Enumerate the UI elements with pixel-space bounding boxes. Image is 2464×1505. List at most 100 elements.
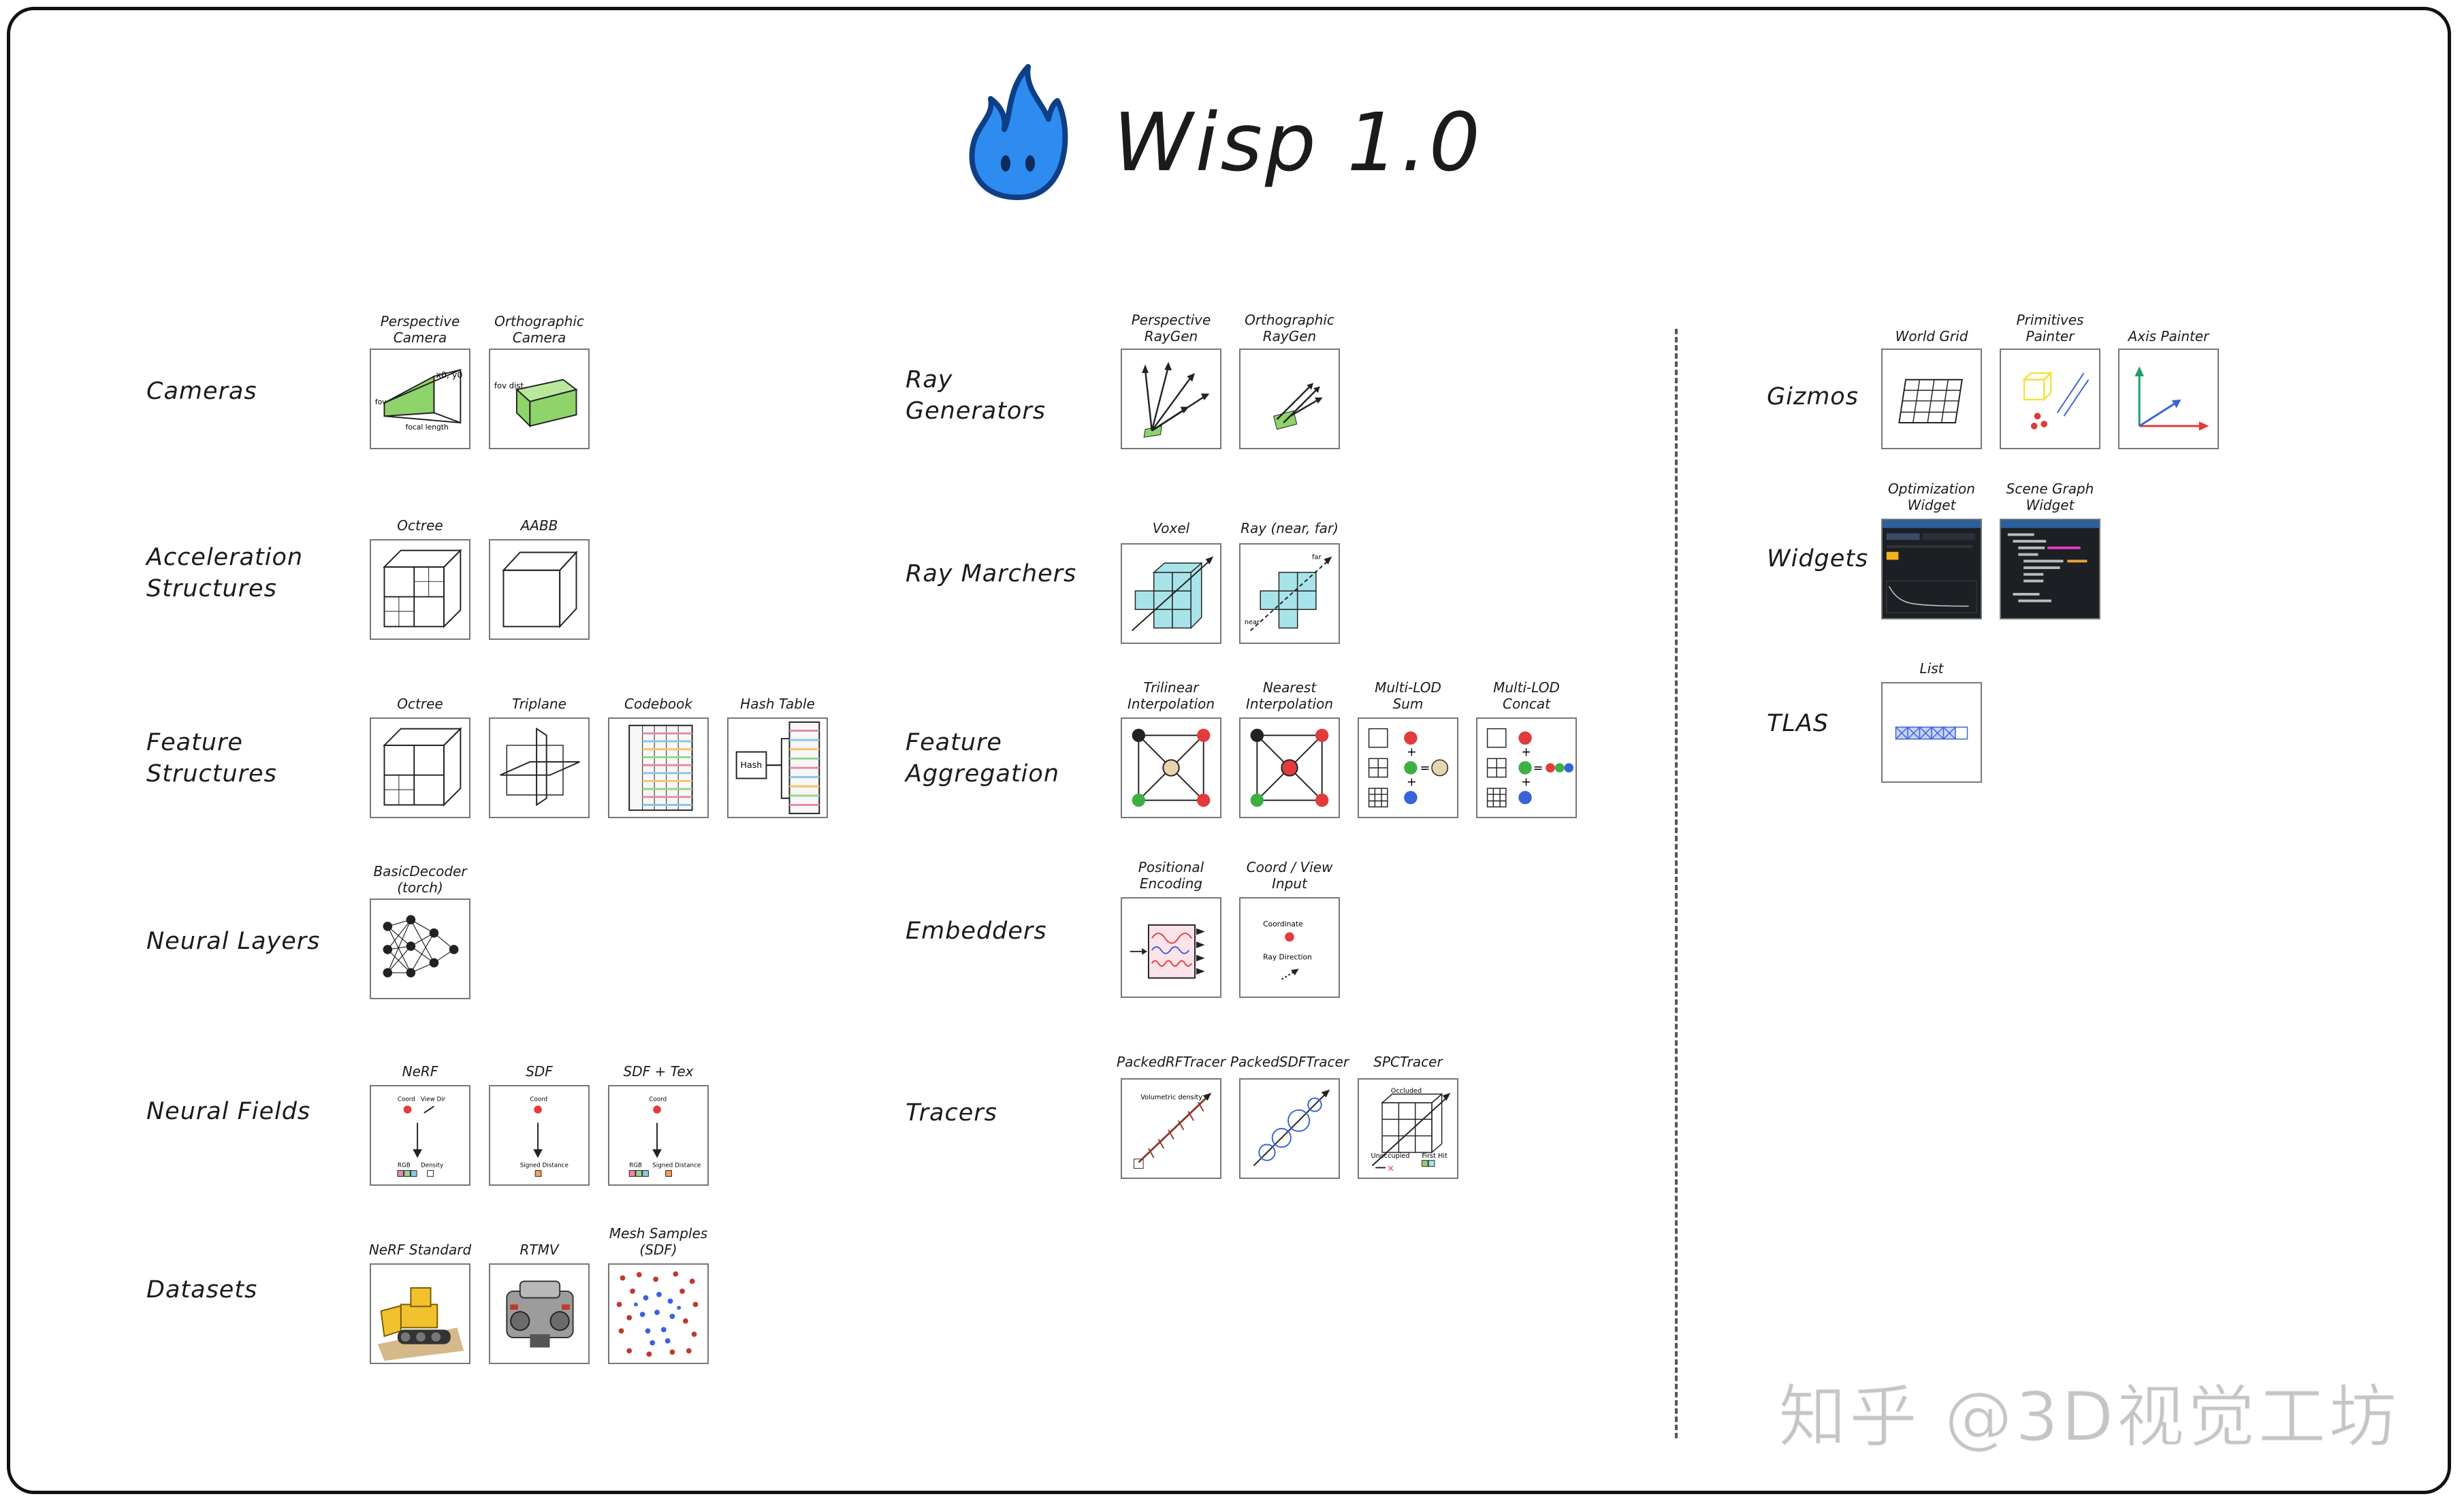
- caption-nerf: NeRF: [402, 1063, 438, 1080]
- list-icon: [1895, 726, 1968, 740]
- row-label-feature-structures: Feature Structures: [146, 729, 277, 788]
- point-samples-icon: [616, 1271, 699, 1357]
- octree-icon: [383, 549, 462, 628]
- triplane-icon: [500, 727, 580, 807]
- caption-basic-decoder: BasicDecoder (torch): [373, 863, 467, 896]
- sdf-tex-field-icon: Coord RGB Signed Distance: [628, 1096, 701, 1177]
- octree-icon: [383, 727, 462, 807]
- card-list[interactable]: [1881, 682, 1982, 783]
- sdf-annotation-signed-distance: Signed Distance: [520, 1163, 569, 1169]
- caption-feature-triplane: Triplane: [512, 696, 566, 712]
- ray-annotation-far: far: [1312, 553, 1321, 561]
- card-packed-rf-tracer[interactable]: Volumetric density: [1121, 1078, 1221, 1179]
- caption-perspective-raygen: Perspective RayGen: [1131, 312, 1211, 344]
- packed-rf-tracer-icon: Volumetric density: [1134, 1093, 1212, 1169]
- row-label-ray-generators: Ray Generators: [906, 366, 1046, 425]
- camera-annotation-x0y0: x0, y0: [436, 370, 462, 380]
- caption-packed-rf-tracer: PackedRFTracer: [1117, 1054, 1226, 1070]
- section-divider: [1675, 329, 1678, 1438]
- card-scene-graph-widget[interactable]: [2000, 519, 2100, 619]
- camera-annotation-fov-dist: fov dist.: [494, 381, 526, 390]
- caption-feature-hash-table: Hash Table: [740, 696, 815, 712]
- card-sdf[interactable]: Coord Signed Distance: [489, 1085, 590, 1186]
- card-nearest[interactable]: [1239, 717, 1340, 818]
- svg-text:+: +: [1407, 745, 1417, 759]
- caption-orthographic-raygen: Orthographic RayGen: [1245, 312, 1334, 344]
- card-trilinear[interactable]: [1121, 717, 1221, 818]
- svg-text:=: =: [1420, 762, 1430, 775]
- caption-positional-encoding: Positional Encoding: [1138, 859, 1204, 892]
- card-accel-aabb[interactable]: [489, 539, 590, 640]
- card-spc-tracer[interactable]: Occluded First Hit Unoccupied ×: [1358, 1078, 1458, 1179]
- card-voxel-marcher[interactable]: [1121, 543, 1221, 644]
- card-world-grid[interactable]: [1881, 349, 1982, 449]
- multi-lod-sum-icon: + + =: [1368, 728, 1449, 808]
- row-label-acceleration-structures: Acceleration Structures: [146, 544, 304, 602]
- hash-annotation: Hash: [741, 760, 763, 770]
- svg-text:×: ×: [1387, 1163, 1394, 1174]
- row-label-cameras: Cameras: [146, 378, 257, 405]
- caption-multi-lod-sum: Multi-LOD Sum: [1375, 679, 1441, 712]
- row-label-datasets: Datasets: [146, 1276, 258, 1304]
- caption-list: List: [1919, 660, 1944, 677]
- caption-spc-tracer: SPCTracer: [1373, 1054, 1443, 1070]
- card-orthographic-camera[interactable]: fov dist.: [489, 349, 590, 449]
- card-feature-hash-table[interactable]: Hash: [727, 717, 828, 818]
- ray-marcher-icon: far near: [1245, 553, 1332, 632]
- caption-voxel-marcher: Voxel: [1152, 520, 1190, 536]
- scene-graph-widget-icon: [2001, 520, 2099, 618]
- row-label-neural-fields: Neural Fields: [146, 1098, 311, 1125]
- card-accel-octree[interactable]: [370, 539, 470, 640]
- card-basic-decoder[interactable]: [370, 899, 470, 999]
- caption-accel-aabb: AABB: [520, 517, 558, 534]
- nerf-field-icon: Coord View Dir RGB Density: [397, 1096, 446, 1177]
- multi-lod-concat-icon: + + =: [1486, 728, 1574, 808]
- row-label-widgets: Widgets: [1767, 545, 1869, 572]
- svg-text:=: =: [1533, 762, 1543, 775]
- row-label-ray-marchers: Ray Marchers: [906, 560, 1077, 587]
- wisp-logo-icon: [963, 61, 1072, 204]
- card-multi-lod-concat[interactable]: + + =: [1476, 717, 1577, 818]
- card-perspective-camera[interactable]: x0, y0 fov focal length: [370, 349, 470, 449]
- card-mesh-samples[interactable]: [608, 1263, 709, 1364]
- nerf-annotation-viewdir: View Dir: [421, 1096, 446, 1103]
- lego-bulldozer-icon: [377, 1287, 464, 1361]
- card-optimization-widget[interactable]: [1881, 519, 1982, 619]
- caption-optimization-widget: Optimization Widget: [1888, 481, 1975, 513]
- row-label-tlas: TLAS: [1767, 710, 1829, 737]
- card-primitives-painter[interactable]: [2000, 349, 2100, 449]
- card-orthographic-raygen[interactable]: [1239, 349, 1340, 449]
- caption-nerf-standard: NeRF Standard: [368, 1242, 472, 1258]
- svg-text:+: +: [1521, 775, 1531, 789]
- caption-ray-marcher: Ray (near, far): [1241, 520, 1339, 536]
- rf-annotation-density: Volumetric density: [1140, 1094, 1202, 1101]
- card-rtmv[interactable]: [489, 1263, 590, 1364]
- caption-orthographic-camera: Orthographic Camera: [494, 313, 584, 346]
- card-multi-lod-sum[interactable]: + + =: [1358, 717, 1458, 818]
- card-nerf[interactable]: Coord View Dir RGB Density: [370, 1085, 470, 1186]
- caption-multi-lod-concat: Multi-LOD Concat: [1493, 679, 1560, 712]
- caption-perspective-camera: Perspective Camera: [380, 313, 460, 346]
- card-sdf-tex[interactable]: Coord RGB Signed Distance: [608, 1085, 709, 1186]
- card-axis-painter[interactable]: [2118, 349, 2219, 449]
- card-perspective-raygen[interactable]: [1121, 349, 1221, 449]
- card-feature-codebook[interactable]: [608, 717, 709, 818]
- positional-encoding-icon: [1130, 924, 1205, 979]
- spc-annotation-first-hit: First Hit: [1422, 1152, 1447, 1160]
- hash-table-icon: Hash: [735, 721, 820, 815]
- sdftex-annotation-signed-distance: Signed Distance: [652, 1163, 701, 1169]
- row-label-neural-layers: Neural Layers: [146, 928, 321, 955]
- aabb-cube-icon: [502, 551, 578, 628]
- row-label-tracers: Tracers: [906, 1099, 997, 1127]
- packed-sdf-tracer-icon: [1253, 1089, 1330, 1167]
- coord-view-input-icon: Coordinate Ray Direction: [1263, 920, 1312, 980]
- caption-feature-octree: Octree: [397, 696, 443, 712]
- card-feature-octree[interactable]: [370, 717, 470, 818]
- card-packed-sdf-tracer[interactable]: [1239, 1078, 1340, 1179]
- card-coord-view-input[interactable]: Coordinate Ray Direction: [1239, 897, 1340, 998]
- card-ray-marcher[interactable]: far near: [1239, 543, 1340, 644]
- page-title: Wisp 1.0: [1113, 95, 1484, 189]
- card-feature-triplane[interactable]: [489, 717, 590, 818]
- card-positional-encoding[interactable]: [1121, 897, 1221, 998]
- card-nerf-standard[interactable]: [370, 1263, 470, 1364]
